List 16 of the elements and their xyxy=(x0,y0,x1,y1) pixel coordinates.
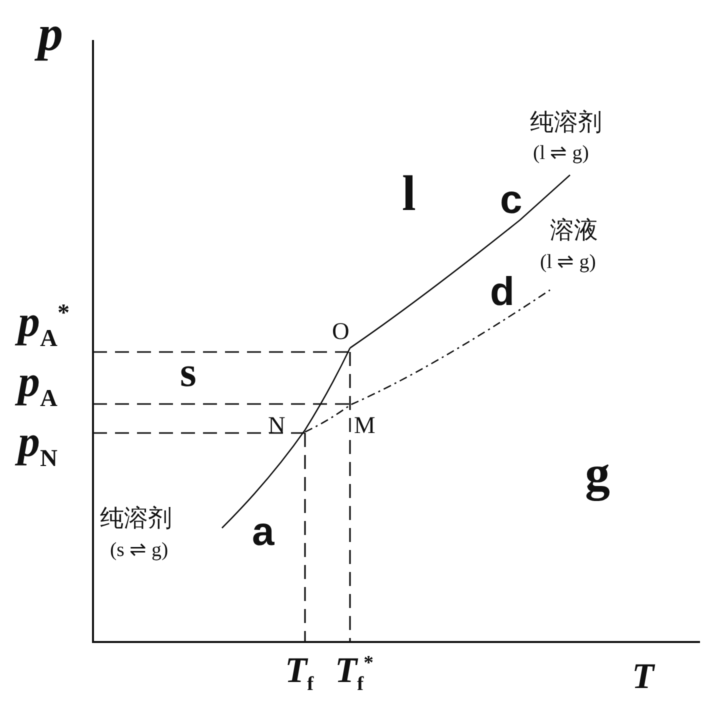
equilibrium-label: (l ⇌ g) xyxy=(540,252,596,272)
point-label: O xyxy=(332,320,350,344)
equilibrium-label: (s ⇌ g) xyxy=(110,540,168,560)
point-label: M xyxy=(354,414,376,438)
equilibrium-label: (l ⇌ g) xyxy=(533,143,589,163)
curve-label: 溶液 xyxy=(550,218,598,242)
region-label: s xyxy=(180,352,196,394)
temperature-label: T$_{f}$ xyxy=(285,652,314,695)
curve-letter: d xyxy=(490,272,514,312)
curve-label: 纯溶剂 xyxy=(100,506,172,530)
curve-label: 纯溶剂 xyxy=(530,110,602,134)
region-label: l xyxy=(402,168,416,218)
axis-label: T xyxy=(632,658,654,694)
curve-letter: a xyxy=(252,512,274,552)
curve-letter: c xyxy=(500,180,522,220)
point-label: N xyxy=(268,414,286,438)
